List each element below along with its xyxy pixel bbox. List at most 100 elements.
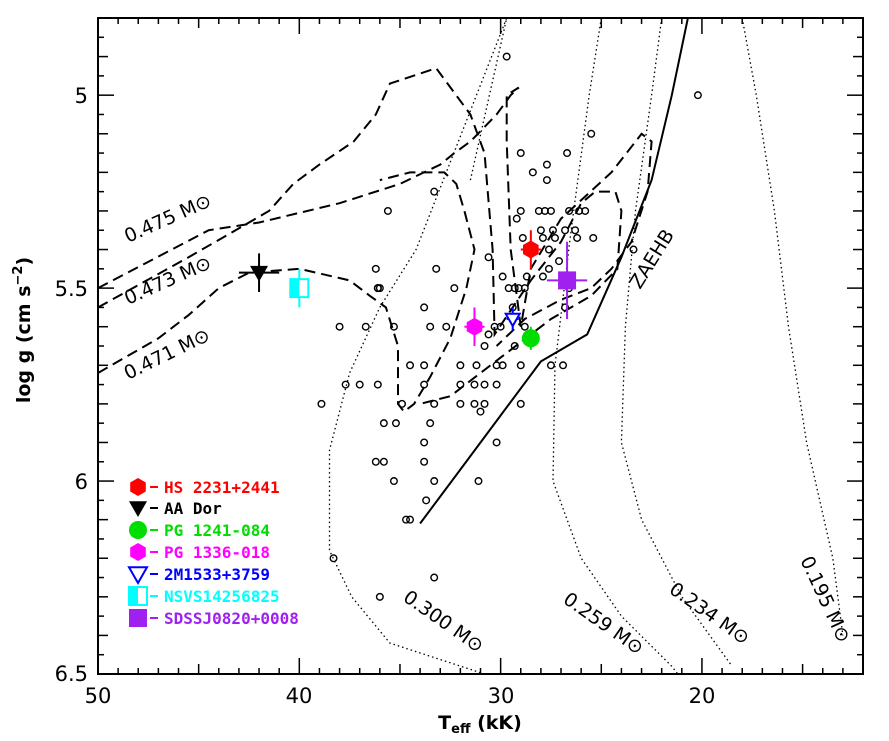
legend-entry-aador: AA Dor [164, 499, 222, 518]
star-marker [503, 312, 522, 329]
star-marker [521, 329, 540, 348]
sample-point [406, 515, 415, 524]
legend-entry-sdss: SDSSJ0820+0008 [164, 609, 299, 628]
y-tick-label: 6.5 [55, 662, 88, 686]
sample-point [480, 380, 489, 389]
legend-marker [130, 478, 146, 496]
star-marker [523, 240, 539, 259]
track-label-0473: 0.473 M⊙ [121, 252, 215, 310]
sample-point [589, 233, 598, 242]
he-wd-track [552, 18, 679, 674]
sample-point [430, 399, 439, 408]
sample-point [542, 160, 551, 169]
sample-point [361, 322, 370, 331]
sample-point [559, 361, 568, 370]
sample-point [420, 438, 429, 447]
sample-point [420, 303, 429, 312]
sample-point [420, 457, 429, 466]
sample-point [474, 477, 483, 486]
sample-point [371, 264, 380, 273]
sample-point [496, 322, 505, 331]
sample-point [422, 496, 431, 505]
legend-entry-hs2231: HS 2231+2441 [164, 478, 280, 497]
sample-point [561, 303, 570, 312]
sample-point [522, 272, 531, 281]
sample-point [546, 206, 555, 215]
sample-point [498, 272, 507, 281]
y-tick-label: 5 [75, 84, 88, 108]
x-tick-label: 40 [286, 684, 313, 708]
sample-point [565, 206, 574, 215]
sample-point [581, 206, 590, 215]
sample-point [693, 91, 702, 100]
legend-entry-nsvs: NSVS14256825 [164, 587, 280, 606]
sample-point [420, 361, 429, 370]
sample-point [402, 515, 411, 524]
sample-point [329, 554, 338, 563]
sample-point [563, 149, 572, 158]
sample-point [629, 245, 638, 254]
sample-point [492, 380, 501, 389]
track-label-0471: 0.471 M⊙ [121, 324, 214, 384]
legend-entry-pg1241: PG 1241-084 [164, 521, 270, 540]
sample-point [430, 573, 439, 582]
sample-point [375, 592, 384, 601]
sample-point [510, 284, 519, 293]
sample-point [472, 361, 481, 370]
legend: HS 2231+2441 AA Dor PG 1241-084 PG 1336-… [127, 478, 299, 628]
sample-point [516, 149, 525, 158]
sample-point [426, 419, 435, 428]
x-tick-label: 50 [85, 684, 112, 708]
sample-point [456, 361, 465, 370]
sample-point [573, 233, 582, 242]
legend-markers [127, 478, 158, 627]
x-axis-title: Teff (kK) [438, 712, 522, 737]
legend-marker [129, 521, 147, 539]
sample-point [470, 399, 479, 408]
sample-point [550, 233, 559, 242]
legend-marker [130, 543, 146, 561]
sample-point [546, 361, 555, 370]
track-label-0300: 0.300 M⊙ [399, 586, 488, 657]
sample-point [544, 245, 553, 254]
sample-point [375, 284, 384, 293]
sample-point [538, 233, 547, 242]
sample-point [391, 419, 400, 428]
sample-point [341, 380, 350, 389]
sample-point [476, 407, 485, 416]
legend-entry-2m1533: 2M1533+3759 [164, 565, 270, 584]
sample-point [542, 176, 551, 185]
sample-point [536, 226, 545, 235]
track-label-0475: 0.475 M⊙ [121, 190, 215, 248]
track-label-0195: 0.195 M⊙ [795, 553, 854, 646]
sample-point [502, 52, 511, 61]
sample-point [516, 361, 525, 370]
y-tick-label: 5.5 [55, 277, 88, 301]
sample-point [484, 253, 493, 262]
sample-point [538, 272, 547, 281]
star-marker [250, 265, 269, 282]
sample-point [426, 322, 435, 331]
x-tick-label: 30 [488, 684, 515, 708]
sample-point [389, 322, 398, 331]
sample-point [371, 457, 380, 466]
y-axis-title: log g (cm s−2) [11, 257, 35, 403]
legend-marker-fill [129, 587, 138, 605]
sample-point [571, 226, 580, 235]
he-wd-track [620, 18, 733, 667]
sample-point [492, 438, 501, 447]
he-wd-track [741, 18, 844, 636]
star-marker [466, 317, 483, 336]
legend-marker [127, 566, 149, 586]
star-marker [558, 271, 577, 290]
sample-point [528, 168, 537, 177]
sample-point [373, 380, 382, 389]
sample-point [450, 284, 459, 293]
legend-marker [129, 501, 147, 517]
sample-point [420, 380, 429, 389]
sample-point [470, 380, 479, 389]
sample-point [587, 129, 596, 138]
legend-entry-pg1336: PG 1336-018 [164, 543, 270, 562]
sample-point [456, 380, 465, 389]
